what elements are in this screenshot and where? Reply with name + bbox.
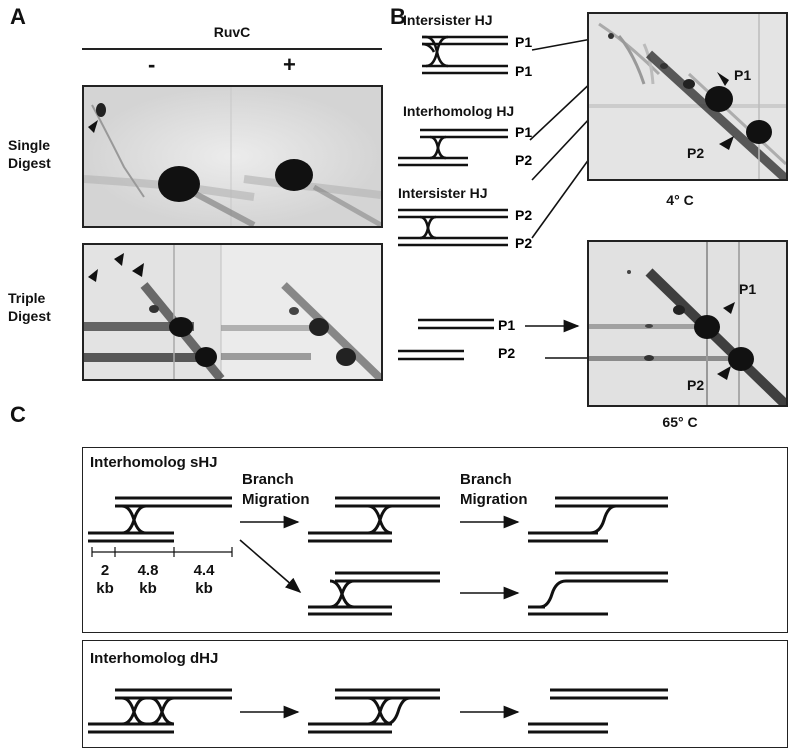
p1-spot xyxy=(705,86,733,112)
row-label-triple-digest: Triple Digest xyxy=(8,289,51,325)
dhj-box xyxy=(82,640,788,748)
temp-label-65c: 65° C xyxy=(662,414,698,430)
triple-digest-blot xyxy=(84,245,381,379)
ruvc-minus-label: - xyxy=(148,52,156,77)
p1-label: P1 xyxy=(515,63,532,79)
row-label-single-digest: Single Digest xyxy=(8,136,51,172)
main-spot xyxy=(275,159,313,191)
segment-unit: kb xyxy=(195,580,213,597)
main-spot xyxy=(158,166,200,202)
segment-value: 2 xyxy=(100,562,110,579)
row-label-line: Triple xyxy=(8,290,46,306)
gel-65c: P1 P2 xyxy=(587,240,788,407)
branch-migration-label-1: Branch Migration xyxy=(242,470,310,510)
gel-4c: P1 P2 xyxy=(587,12,788,181)
hj-spot xyxy=(96,103,106,117)
p1-spot xyxy=(169,317,193,337)
hj-label-interhomolog: Interhomolog HJ xyxy=(403,103,515,119)
p2-label: P2 xyxy=(687,145,704,161)
p2-spot xyxy=(746,120,772,144)
p2-label: P2 xyxy=(687,377,704,393)
hj-label-intersister-1: Intersister HJ xyxy=(403,12,493,28)
single-digest-gel xyxy=(82,85,383,228)
arrowhead-icon xyxy=(717,72,729,86)
segment-label-4-4kb: 4.4 kb xyxy=(184,562,224,598)
p1-label: P1 xyxy=(515,34,532,50)
arrowhead-icon xyxy=(719,136,734,150)
label-line: Branch xyxy=(242,471,294,488)
segment-unit: kb xyxy=(139,580,157,597)
p2-label: P2 xyxy=(515,235,532,251)
single-digest-blot xyxy=(84,87,381,226)
segment-label-2kb: 2 kb xyxy=(92,562,118,598)
p1-label: P1 xyxy=(498,317,515,333)
temp-label-4c: 4° C xyxy=(666,192,694,208)
triple-digest-gel xyxy=(82,243,383,381)
label-line: Migration xyxy=(242,491,310,508)
label-line: Branch xyxy=(460,471,512,488)
row-label-line: Digest xyxy=(8,308,51,324)
panel-letter-b: B xyxy=(390,4,406,29)
panel-letter-c: C xyxy=(10,402,26,427)
branch-migration-label-2: Branch Migration xyxy=(460,470,528,510)
shj-box xyxy=(82,447,788,633)
arrowhead-icon xyxy=(717,366,731,380)
shj-title: Interhomolog sHJ xyxy=(90,454,218,471)
ruvc-plus-label: + xyxy=(283,52,296,77)
segment-unit: kb xyxy=(96,580,114,597)
p1-label: P1 xyxy=(734,67,751,83)
arrowhead-icon xyxy=(132,263,144,277)
p1-spot xyxy=(694,315,720,339)
panel-letter-a: A xyxy=(10,4,26,29)
p2-spot xyxy=(336,348,356,366)
p1-spot xyxy=(309,318,329,336)
p1-label: P1 xyxy=(515,124,532,140)
segment-value: 4.4 xyxy=(193,562,215,579)
p2-label: P2 xyxy=(498,345,515,361)
arrowhead-icon xyxy=(88,120,98,133)
p1-label: P1 xyxy=(739,281,756,297)
label-line: Migration xyxy=(460,491,528,508)
row-label-line: Digest xyxy=(8,155,51,171)
segment-label-4-8kb: 4.8 kb xyxy=(128,562,168,598)
dhj-title: Interhomolog dHJ xyxy=(90,650,219,667)
row-label-line: Single xyxy=(8,137,51,153)
p2-spot xyxy=(728,347,754,371)
ruvc-divider xyxy=(82,48,382,50)
segment-value: 4.8 xyxy=(137,562,159,579)
arrowhead-icon xyxy=(723,302,735,314)
gel-4c-blot: P1 P2 xyxy=(589,14,786,179)
panel-b-diagrams: P1 P1 P1 P2 P2 P2 P1 P2 xyxy=(398,34,532,361)
ruvc-label: RuvC xyxy=(213,24,251,40)
p2-spot xyxy=(195,347,217,367)
gel-65c-blot: P1 P2 xyxy=(589,242,786,405)
p2-label: P2 xyxy=(515,207,532,223)
arrowhead-icon xyxy=(88,269,98,282)
arrowhead-icon xyxy=(114,253,124,266)
hj-label-intersister-2: Intersister HJ xyxy=(398,185,488,201)
p2-label: P2 xyxy=(515,152,532,168)
